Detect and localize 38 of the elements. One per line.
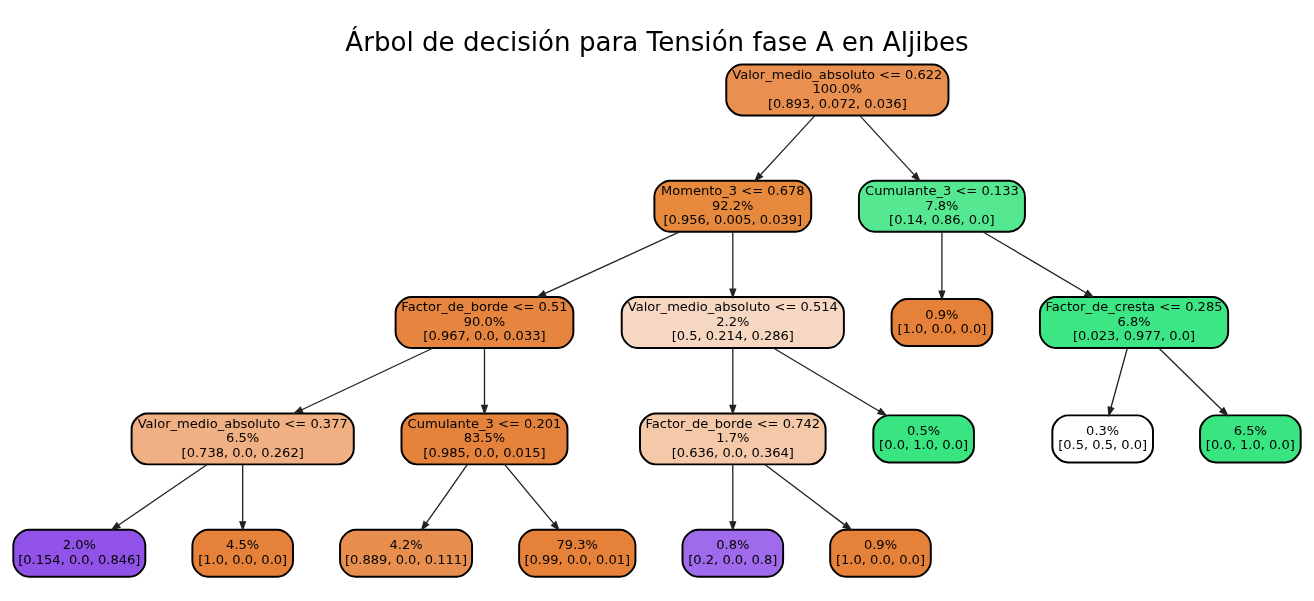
arrow	[773, 347, 888, 416]
arrow	[938, 231, 946, 301]
arrow	[503, 463, 560, 531]
arrow	[420, 463, 469, 531]
arrow	[729, 231, 737, 299]
arrow	[239, 463, 247, 532]
arrow	[859, 114, 921, 182]
arrow	[764, 463, 853, 531]
node-box: 79.3% [0.99, 0.0, 0.01]	[518, 528, 637, 578]
node-box: 0.9% [1.0, 0.0, 0.0]	[829, 528, 932, 578]
diagram-title: Árbol de decisión para Tensión fase A en Aljibes	[345, 26, 969, 57]
node-box: Momento_3 <= 0.678 92.2% [0.956, 0.005, 0.039]	[653, 179, 813, 233]
arrow	[729, 347, 737, 415]
arrow	[480, 347, 489, 415]
arrow	[753, 114, 816, 182]
node-box: Cumulante_3 <= 0.133 7.8% [0.14, 0.86, 0.0]	[857, 179, 1026, 233]
node-box: 0.3% [0.5, 0.5, 0.0]	[1051, 413, 1154, 463]
node-box: 6.5% [0.0, 1.0, 0.0]	[1199, 413, 1302, 463]
arrow	[110, 463, 208, 531]
arrow	[292, 347, 434, 414]
arrow	[1158, 347, 1229, 417]
node-box: Factor_de_cresta <= 0.285 6.8% [0.023, 0.977, 0.0]	[1038, 295, 1230, 349]
node-box: Cumulante_3 <= 0.201 83.5% [0.985, 0.0, 0.015]	[400, 411, 569, 465]
node-box: 0.8% [0.2, 0.0, 0.8]	[681, 528, 785, 578]
arrow	[982, 230, 1095, 298]
node-box: 4.2% [0.889, 0.0, 0.111]	[339, 528, 474, 578]
node-box: Factor_de_borde <= 0.742 1.7% [0.636, 0.0, 0.364]	[639, 411, 827, 465]
arrow	[535, 230, 681, 298]
node-box: Valor_medio_absoluto <= 0.622 100.0% [0.893, 0.072, 0.036]	[725, 62, 950, 116]
node-box: 0.9% [1.0, 0.0, 0.0]	[890, 297, 994, 347]
node-box: 4.5% [1.0, 0.0, 0.0]	[191, 528, 294, 578]
node-box: Valor_medio_absoluto <= 0.377 6.5% [0.738, 0.0, 0.262]	[130, 411, 355, 465]
node-box: 2.0% [0.154, 0.0, 0.846]	[12, 528, 147, 578]
arrow	[1107, 347, 1128, 417]
node-box: Factor_de_borde <= 0.51 90.0% [0.967, 0.0, 0.033]	[394, 295, 575, 349]
node-box: 0.5% [0.0, 1.0, 0.0]	[872, 413, 975, 463]
arrow	[729, 463, 737, 532]
node-box: Valor_medio_absoluto <= 0.514 2.2% [0.5, 0.214, 0.286]	[620, 295, 845, 349]
